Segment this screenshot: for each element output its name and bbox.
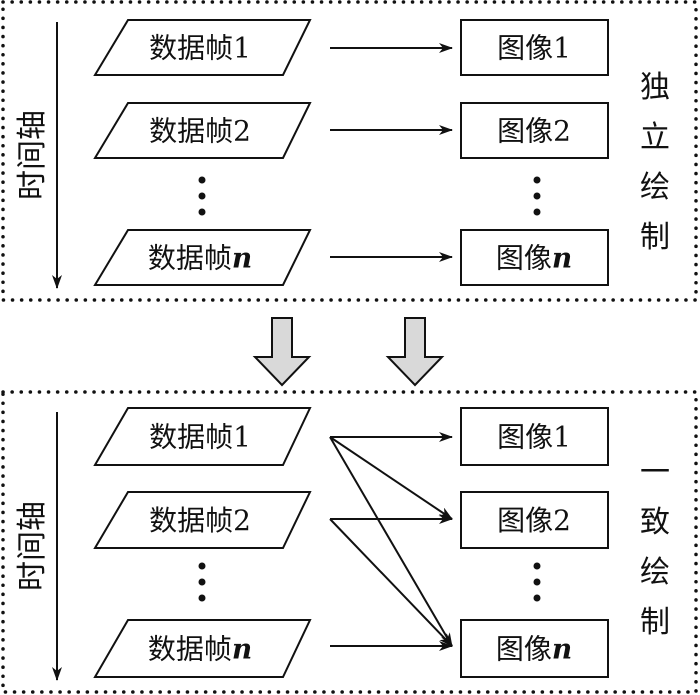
- image-1: 图像1: [460, 19, 609, 76]
- side-label-char: 制: [640, 605, 670, 640]
- side-label-char: 绘: [640, 555, 670, 590]
- image-box: [460, 491, 609, 549]
- data-frame-1: 数据帧1: [93, 19, 312, 76]
- data-frame-label: 数据帧n: [148, 633, 252, 666]
- side-label-char: 绘: [640, 170, 670, 205]
- parallelogram-shape: [93, 19, 312, 76]
- time-axis-label: 时间轴: [15, 110, 50, 200]
- image-2: 图像2: [460, 491, 609, 549]
- data-frame-2: 数据帧2: [93, 491, 312, 549]
- image-label: 图像1: [497, 32, 571, 65]
- edge-frame2-to-image3: [329, 518, 453, 647]
- image-label: 图像1: [497, 421, 571, 454]
- parallelogram-shape: [93, 491, 312, 549]
- ellipsis-dots: [198, 562, 206, 602]
- image-label: 图像2: [497, 115, 571, 148]
- data-frame-label: 数据帧2: [149, 115, 251, 148]
- ellipsis-dots: [533, 176, 541, 216]
- ellipsis-dots: [198, 176, 206, 216]
- down-arrow-icon: [252, 317, 312, 387]
- image-box: [460, 229, 609, 286]
- image-box: [460, 102, 609, 159]
- edge-frame1-to-image3: [329, 436, 453, 647]
- image-box: [460, 407, 609, 466]
- parallelogram-shape: [93, 102, 312, 159]
- transition-arrows: [252, 317, 445, 387]
- image-label: 图像n: [496, 242, 572, 275]
- image-box: [460, 619, 609, 678]
- side-label-char: 制: [640, 220, 670, 255]
- parallelogram-shape: [93, 407, 312, 466]
- panel-border: [1, 390, 698, 694]
- parallelogram-shape: [93, 619, 312, 678]
- image-label: 图像n: [496, 633, 572, 666]
- parallelogram-shape: [93, 229, 312, 286]
- data-frame-n: 数据帧n: [93, 229, 312, 286]
- data-frame-2: 数据帧2: [93, 102, 312, 159]
- side-label-char: 致: [640, 505, 670, 540]
- data-frame-label: 数据帧1: [149, 421, 251, 454]
- data-frame-1: 数据帧1: [93, 407, 312, 466]
- side-label-char: 立: [640, 120, 670, 155]
- data-frame-label: 数据帧2: [149, 504, 251, 537]
- data-frame-label: 数据帧1: [149, 32, 251, 65]
- image-label: 图像2: [497, 504, 571, 537]
- side-label-char: 一: [640, 455, 670, 490]
- image-n: 图像n: [460, 619, 609, 678]
- image-box: [460, 19, 609, 76]
- side-label-char: 独: [640, 70, 670, 105]
- time-axis-label: 时间轴: [15, 501, 50, 591]
- image-n: 图像n: [460, 229, 609, 286]
- ellipsis-dots: [533, 562, 541, 602]
- image-1: 图像1: [460, 407, 609, 466]
- data-frame-n: 数据帧n: [93, 619, 312, 678]
- edge-frame1-to-image2: [329, 436, 453, 520]
- data-frame-label: 数据帧n: [148, 242, 252, 275]
- panel-border: [1, 0, 698, 302]
- down-arrow-icon: [385, 317, 445, 387]
- image-2: 图像2: [460, 102, 609, 159]
